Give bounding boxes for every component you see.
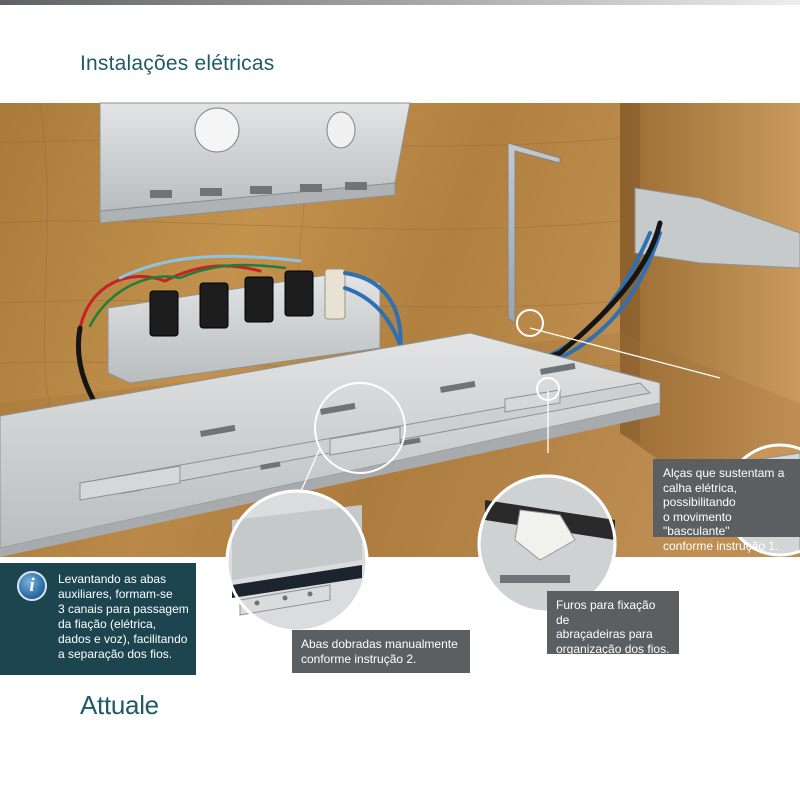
callout-furos: Furos para fixação de abraçadeiras para … xyxy=(547,591,679,656)
callout-abas: Abas dobradas manualmente conforme instr… xyxy=(292,630,470,673)
callout-furos-text: Furos para fixação de abraçadeiras para … xyxy=(556,598,670,656)
callout-alcas: Alças que sustentam a calha elétrica, po… xyxy=(653,459,800,553)
info-text: Levantando as abas auxiliares, formam-se… xyxy=(58,572,189,661)
brand-name: Attuale xyxy=(80,690,159,720)
callout-alcas-text: Alças que sustentam a calha elétrica, po… xyxy=(663,466,785,553)
installation-illustration xyxy=(0,102,800,557)
callout-abas-text: Abas dobradas manualmente conforme instr… xyxy=(301,637,458,666)
page-title: Instalações elétricas xyxy=(80,52,275,75)
info-box: i Levantando as abas auxiliares, formam-… xyxy=(0,563,196,675)
top-gradient-bar xyxy=(0,0,800,5)
info-icon: i xyxy=(17,571,47,601)
